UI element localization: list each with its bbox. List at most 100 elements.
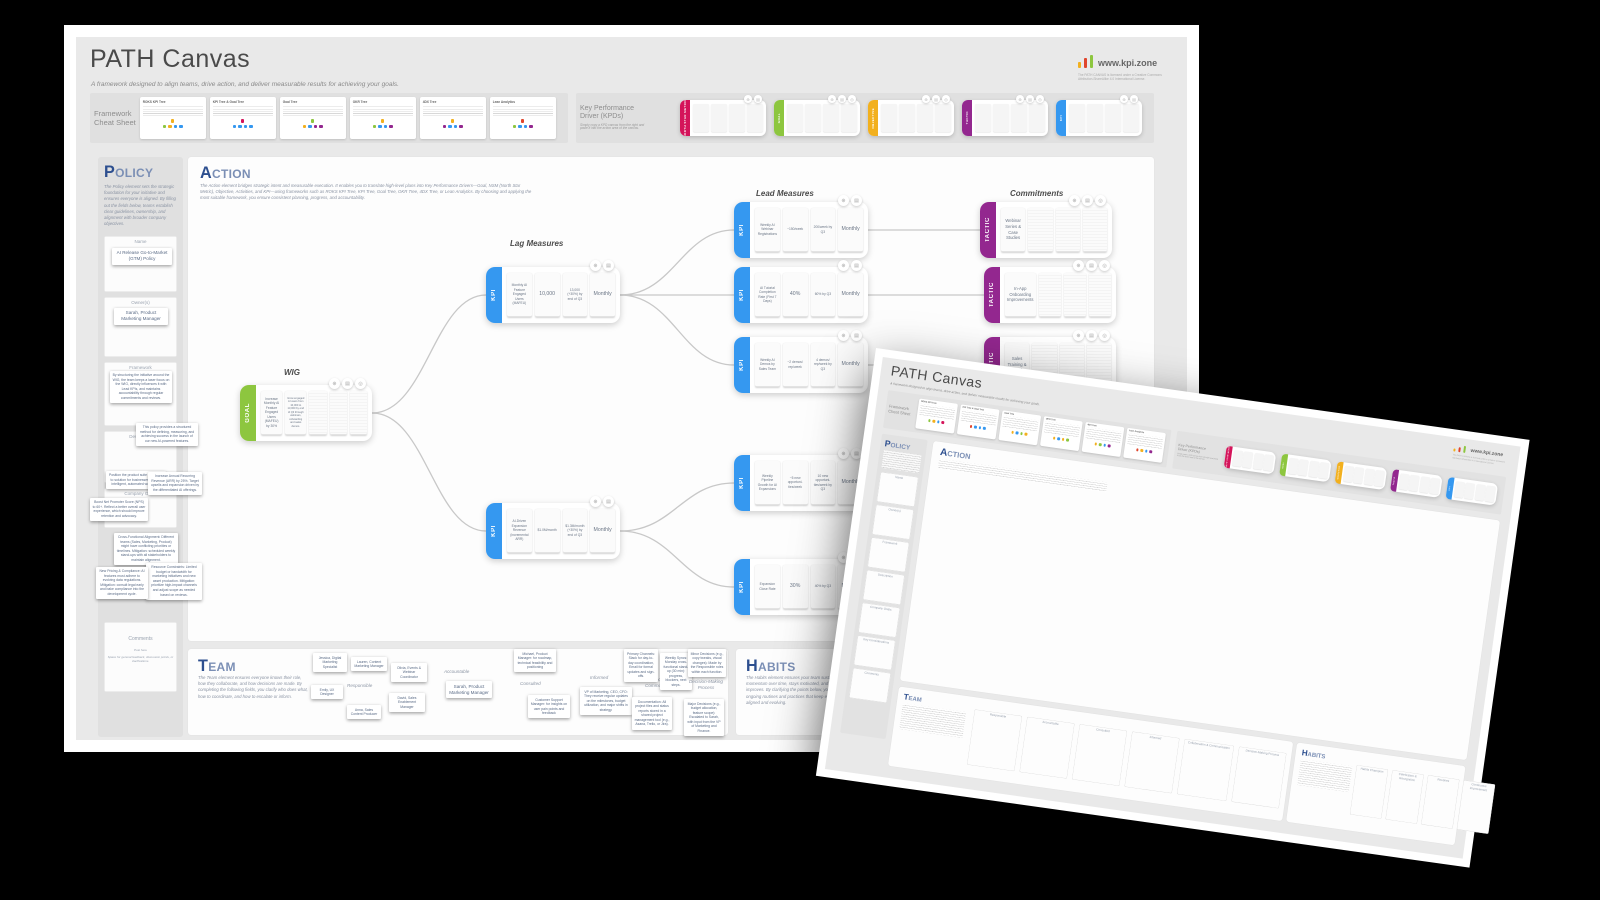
goal-name-cell[interactable]: Increase Monthly AI Feature Engaged User…	[261, 391, 283, 435]
template-field-description[interactable]: Description	[862, 569, 905, 605]
node-badge-icon[interactable]: ▤	[851, 448, 862, 459]
kpi-node-pipeline-growth[interactable]: KPI Weekly Pipeline Growth for AI Expans…	[734, 448, 868, 511]
node-badge-icon[interactable]: ▤	[932, 95, 940, 103]
kpi-target-cell[interactable]: $1.3M/month (+30%) by end of Q3	[562, 509, 588, 553]
kpi-target-cell[interactable]: 10 new opportuni- ties/week by Q3	[810, 461, 836, 505]
template-cheat-card[interactable]: KPI Tree & Goal Tree	[956, 404, 1000, 440]
sticky-note[interactable]: Cross-Functional Alignment: Different te…	[114, 532, 178, 566]
goal-node-wig[interactable]: GOAL Increase Monthly AI Feature Engaged…	[240, 378, 372, 441]
goal-cell[interactable]	[309, 391, 327, 435]
kpi-target-cell[interactable]: 200/week by Q3	[810, 208, 836, 252]
kpi-target-cell[interactable]: 40% by Q3	[810, 565, 836, 609]
template-team-informed[interactable]: Informed	[1124, 731, 1180, 794]
node-badge-icon[interactable]: ⊕	[590, 496, 601, 507]
node-badge-icon[interactable]: ⊕	[1069, 195, 1080, 206]
node-badge-icon[interactable]: ▤	[851, 195, 862, 206]
sticky-note[interactable]: Resource Constraints: Limited budget or …	[146, 562, 202, 600]
kpd-card-kpi[interactable]: KPI ⊕▤	[1056, 95, 1142, 136]
sticky-note[interactable]: Michael, Product Manager: for roadmap, t…	[514, 649, 556, 673]
node-badge-icon[interactable]: ⊕	[1073, 330, 1084, 341]
node-badge-icon[interactable]: ⊕	[838, 552, 849, 563]
sticky-note[interactable]: Minor Decisions (e.g., copy tweaks, visu…	[688, 649, 726, 677]
kpi-node-ai-demos[interactable]: KPI Weekly AI Demos by Sales Team ~2 dem…	[734, 330, 868, 393]
cheat-card-roks[interactable]: ROKS KPI Tree	[139, 97, 206, 139]
kpi-name-cell[interactable]: AI Tutorial Completion Rate (First 7 Day…	[755, 273, 780, 317]
kpi-name-cell[interactable]: Weekly AI Demos by Sales Team	[755, 343, 780, 387]
node-badge-icon[interactable]: ⊕	[1073, 260, 1084, 271]
node-badge-icon[interactable]: ⊕	[329, 378, 340, 389]
template-habits-improvement[interactable]: Continuous Improvement	[1456, 779, 1496, 834]
node-badge-icon[interactable]: ⊕	[922, 95, 930, 103]
template-kpd-card-goal[interactable]: GOAL	[1279, 453, 1332, 483]
node-badge-icon[interactable]: ⊕	[1016, 95, 1024, 103]
node-badge-icon[interactable]: ⊕	[828, 95, 836, 103]
node-badge-icon[interactable]: ▤	[1082, 195, 1093, 206]
sticky-note[interactable]: Boost Net Promoter Score (NPS) to 60+. R…	[90, 497, 148, 521]
cheat-card-4dx-tree[interactable]: 4DX Tree	[419, 97, 486, 139]
sticky-note[interactable]: Major Decisions (e.g., budget allocation…	[684, 699, 724, 737]
sticky-note[interactable]: Sarah, Product Marketing Manager	[446, 681, 492, 699]
node-badge-icon[interactable]: ▤	[603, 496, 614, 507]
node-badge-icon[interactable]: ▤	[1130, 95, 1138, 103]
node-badge-icon[interactable]: ▤	[1086, 260, 1097, 271]
node-badge-icon[interactable]: ⊕	[838, 260, 849, 271]
node-badge-icon[interactable]: ▤	[342, 378, 353, 389]
template-field-framework[interactable]: Framework	[867, 537, 910, 573]
node-badge-icon[interactable]: ▤	[838, 95, 846, 103]
kpi-node-expansion-revenue[interactable]: KPI AI-Driven Expansion Revenue (increme…	[486, 496, 620, 559]
kpi-name-cell[interactable]: Weekly Pipeline Growth for AI Expansions	[755, 461, 780, 505]
kpi-target-cell[interactable]: 60% by Q3	[810, 273, 836, 317]
template-cheat-card[interactable]: Goal Tree	[998, 410, 1042, 446]
kpd-card-north-star-metric[interactable]: NORTH STAR METRIC ⊕▤	[680, 95, 766, 136]
node-badge-icon[interactable]: ▤	[851, 260, 862, 271]
node-badge-icon[interactable]: ⊕	[590, 260, 601, 271]
goal-desc-cell[interactable]: Grow engaged AI users from 10,000 to 13,…	[285, 391, 307, 435]
template-kpd-card-tactic[interactable]: TACTIC	[1390, 469, 1443, 498]
sticky-note[interactable]: By structuring the initiative around the…	[110, 370, 172, 404]
sticky-note[interactable]: David, Sales Enablement Manager	[389, 693, 425, 712]
tactic-cell[interactable]	[1088, 273, 1111, 317]
kpd-card-tactic[interactable]: TACTIC ⊕▤◎	[962, 95, 1048, 136]
sticky-note[interactable]: Olivia, Events & Webinar Coordinator	[391, 663, 427, 682]
kpi-name-cell[interactable]: Expansion Close Rate	[755, 565, 780, 609]
sticky-note[interactable]: AI Release Go-to-Market (GTM) Policy	[112, 247, 172, 265]
goal-cell[interactable]	[329, 391, 347, 435]
template-cheat-card[interactable]: 4DX Tree	[1081, 421, 1125, 458]
template-team-decision-making[interactable]: Decision-Making Process	[1231, 746, 1287, 809]
template-habits-recognition[interactable]: Celebration & Recognition	[1385, 769, 1424, 824]
sticky-note[interactable]: Emily, UX Designer	[311, 685, 343, 700]
sticky-note[interactable]: Anna, Sales Content Producer	[347, 705, 381, 720]
sticky-note[interactable]: VP of Marketing, CEO, CFO: They receive …	[580, 687, 632, 715]
policy-framework-field[interactable]: Framework By structuring the initiative …	[104, 361, 177, 426]
kpi-cadence-cell[interactable]: Monthly	[838, 208, 863, 252]
policy-comments-field[interactable]: Comments Post here Space for general fee…	[104, 621, 177, 692]
kpi-node-webinar-registrations[interactable]: KPI Weekly AI Webinar Registrations ~150…	[734, 195, 868, 258]
template-cheat-card[interactable]: Lean Analytics	[1123, 427, 1166, 463]
tactic-cell[interactable]	[1055, 208, 1080, 252]
cheat-card-kpi-tree[interactable]: KPI Tree & Goal Tree	[209, 97, 276, 139]
kpi-current-cell[interactable]: $1.0M/month	[534, 509, 560, 553]
node-badge-icon[interactable]: ◎	[1099, 330, 1110, 341]
kpi-name-cell[interactable]: Weekly AI Webinar Registrations	[755, 208, 780, 252]
sticky-note[interactable]: New Pricing & Compliance: AI features mu…	[96, 566, 148, 600]
tactic-cell[interactable]	[1028, 208, 1053, 252]
sticky-note[interactable]: Increase Annual Recurring Revenue (ARR) …	[148, 471, 202, 495]
node-badge-icon[interactable]: ⊕	[838, 330, 849, 341]
tactic-name-cell[interactable]: In-App Onboarding Improvements	[1005, 273, 1036, 317]
sticky-note[interactable]: Sarah, Product Marketing Manager	[114, 307, 168, 325]
cheat-card-goal-tree[interactable]: Goal Tree	[279, 97, 346, 139]
kpd-card-objective[interactable]: OBJECTIVE ⊕▤◎	[868, 95, 954, 136]
template-field-owners[interactable]: Owner(s)	[872, 504, 914, 540]
node-badge-icon[interactable]: ▤	[1026, 95, 1034, 103]
template-habits-routines[interactable]: Routines	[1420, 774, 1460, 829]
kpi-current-cell[interactable]: ~150/week	[782, 208, 808, 252]
kpi-target-cell[interactable]: 4 demos/ rep/week by Q3	[810, 343, 836, 387]
tactic-node-onboarding[interactable]: TACTIC In-App Onboarding Improvements ⊕▤…	[984, 260, 1116, 323]
template-habits-champion[interactable]: Habits Champion	[1349, 764, 1389, 819]
sticky-note[interactable]: Customer Support Manager: for insights o…	[528, 695, 570, 719]
kpi-name-cell[interactable]: AI-Driven Expansion Revenue (incremental…	[507, 509, 532, 553]
node-badge-icon[interactable]: ▤	[754, 95, 762, 103]
template-cheat-card[interactable]: ROKS KPI Tree	[915, 398, 959, 434]
node-badge-icon[interactable]: ▤	[603, 260, 614, 271]
sticky-note[interactable]: Documentation: All project files and sta…	[632, 697, 672, 730]
